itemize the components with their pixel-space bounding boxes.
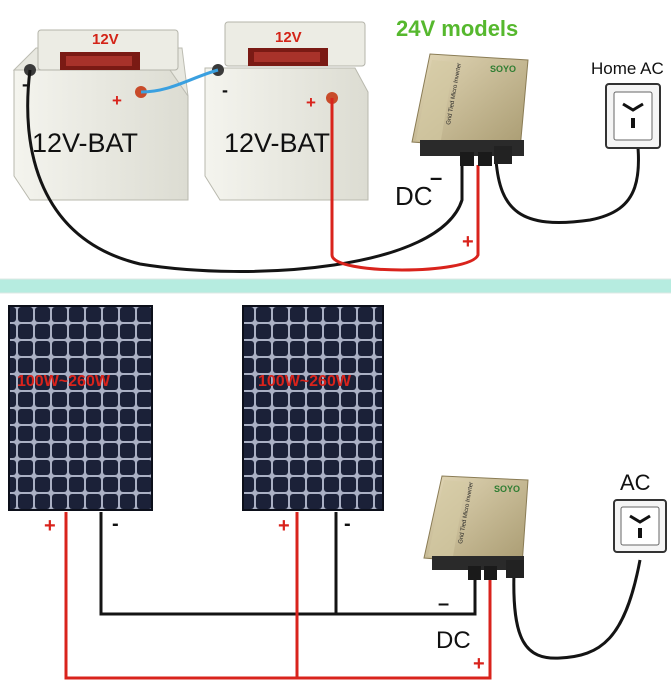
bottom-ac-cord xyxy=(512,559,642,660)
top-dc-minus-sign: – xyxy=(430,165,442,190)
inverter-top-brand: SOYO xyxy=(490,64,516,74)
battery-2-side-label: 12V-BAT xyxy=(224,128,330,158)
battery-1-top-label: 12V xyxy=(92,31,119,48)
top-outlet-label: Home AC xyxy=(591,59,664,78)
battery-2-minus-sign: - xyxy=(222,80,228,100)
top-ac-cord xyxy=(494,107,640,224)
panel-2-plus-sign: + xyxy=(278,515,290,537)
top-positive-wire xyxy=(330,98,480,272)
bottom-positive-wire xyxy=(64,512,492,680)
top-dc-plus-sign: + xyxy=(462,231,474,253)
solar-panel-1: 100W~260W xyxy=(8,305,153,511)
battery-1-plus-sign: + xyxy=(112,91,122,110)
battery-2-plus-sign: + xyxy=(306,93,316,112)
outlet-bottom xyxy=(613,499,667,553)
bottom-dc-plus-sign: + xyxy=(473,653,485,675)
series-link-wire xyxy=(140,68,219,94)
panel-1-plus-sign: + xyxy=(44,515,56,537)
inverter-bottom: SOYO Grid Tied Micro Inverter xyxy=(423,475,529,580)
battery-2: 12V - + 12V-BAT xyxy=(204,21,369,201)
top-dc-label: DC xyxy=(395,181,433,211)
bottom-dc-minus-sign: – xyxy=(438,593,449,615)
section-divider xyxy=(0,279,671,293)
bottom-negative-wire xyxy=(99,512,477,616)
inverter-top: SOYO Grid Tied Micro Inverter xyxy=(411,53,529,166)
top-negative-wire xyxy=(26,69,464,273)
outlet-top xyxy=(605,83,661,149)
battery-1-side-label: 12V-BAT xyxy=(32,128,138,158)
panel-2-label: 100W~260W xyxy=(258,373,352,390)
panel-1-label: 100W~260W xyxy=(17,373,111,390)
inverter-bottom-brand: SOYO xyxy=(494,484,520,494)
battery-1-minus-sign: - xyxy=(22,74,28,94)
panel-2-minus-sign: - xyxy=(344,513,351,535)
solar-panel-2: 100W~260W xyxy=(242,305,384,511)
bottom-outlet-label: AC xyxy=(620,470,651,495)
battery-2-top-label: 12V xyxy=(275,29,302,46)
panel-1-minus-sign: - xyxy=(112,513,119,535)
battery-1: 12V - + 12V-BAT xyxy=(12,29,189,201)
bottom-dc-label: DC xyxy=(436,627,471,654)
title-24v-models: 24V models xyxy=(396,16,518,41)
